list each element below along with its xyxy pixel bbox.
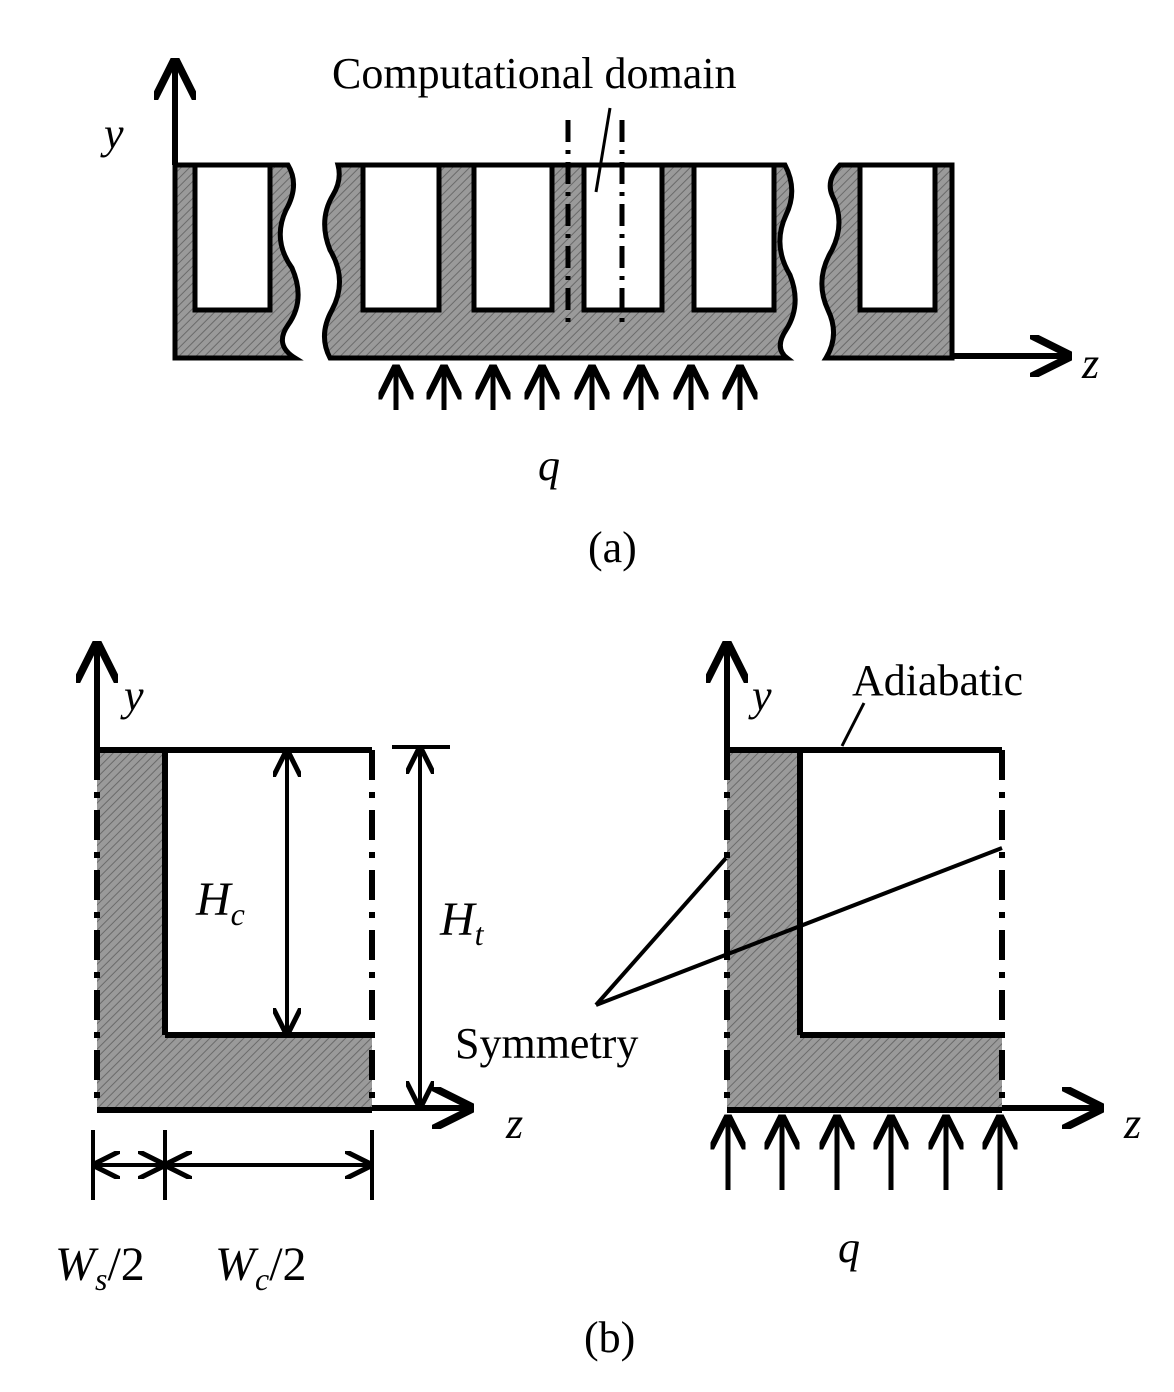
- symmetry-leader-right: [595, 846, 1003, 1007]
- domain-boundaries: [565, 120, 625, 330]
- solid-region-right: [727, 750, 1002, 1110]
- symmetry-lines-right: [724, 750, 1005, 1110]
- heat-flux-label-a: q: [538, 441, 560, 490]
- y-axis-label-a: y: [100, 109, 124, 158]
- panel-b-label: (b): [584, 1313, 635, 1362]
- heat-flux-label-b: q: [838, 1223, 860, 1272]
- symmetry-label: Symmetry: [455, 1019, 638, 1068]
- heat-flux-arrows-a: [396, 368, 740, 410]
- heat-flux-arrows-b: [728, 1118, 1000, 1190]
- panel-a-label: (a): [588, 523, 637, 572]
- symmetry-leader-left: [594, 856, 728, 1007]
- z-axis-label-b-right: z: [1123, 1099, 1141, 1148]
- wall-width-label: Ws/2: [55, 1238, 145, 1297]
- domain-leader-line: [594, 107, 612, 193]
- heat-sink-cross-section: [172, 162, 955, 361]
- symmetry-lines-left: [94, 750, 375, 1110]
- channels: [192, 162, 938, 313]
- y-axis-label-b-right: y: [748, 671, 772, 720]
- total-height-label: Ht: [439, 893, 485, 952]
- domain-label: Computational domain: [332, 49, 737, 98]
- adiabatic-label: Adiabatic: [852, 656, 1023, 705]
- z-axis-label-b-left: z: [505, 1099, 523, 1148]
- panel-b-right: y z Adiabatic Symmetry q: [455, 645, 1141, 1272]
- adiabatic-leader-line: [840, 702, 866, 747]
- y-axis-label-b-left: y: [120, 671, 144, 720]
- panel-a: y z q Computational domain (a): [100, 49, 1099, 572]
- channel-width-label: Wc/2: [215, 1238, 307, 1297]
- channel-height-label: Hc: [195, 873, 245, 932]
- z-axis-label-a: z: [1081, 339, 1099, 388]
- panel-b-left: y z Hc Ht Ws/2 Wc/2: [55, 645, 523, 1297]
